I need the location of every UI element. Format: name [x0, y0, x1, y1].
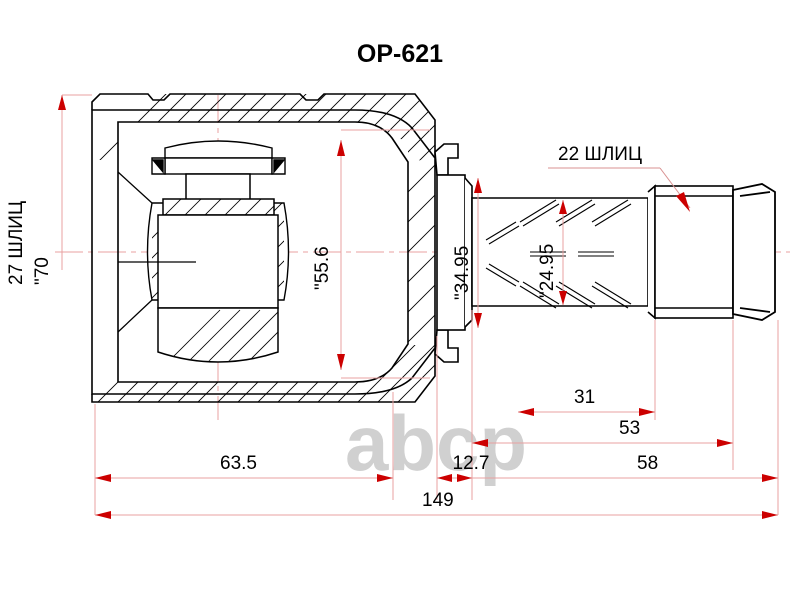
plain-shaft-section: [654, 185, 734, 319]
diameter-flange-label: "34.95: [452, 246, 473, 300]
cavity-detail-lines: [117, 171, 196, 333]
dimension-58: 58: [472, 453, 778, 482]
spline-right-annotation: 22 ШЛИЦ: [548, 144, 691, 212]
dimension-58-label: 58: [637, 453, 658, 474]
shaft-flange: [434, 143, 473, 363]
dimension-149-label: 149: [422, 490, 454, 511]
diameter-housing-label: "55.6: [312, 246, 333, 290]
dimension-d2495: "24.95: [537, 200, 567, 305]
dimension-extension-lines: [94, 310, 779, 515]
shaft-end-cap: [732, 183, 776, 321]
dimension-149: 149: [95, 490, 778, 519]
housing-outline: [91, 93, 436, 403]
dimension-d556: "55.6: [312, 129, 430, 379]
hub-hatching: [158, 199, 278, 361]
dimension-635-label: 63.5: [220, 453, 257, 474]
dimension-d70: 27 ШЛИЦ "70: [6, 94, 92, 285]
spline-left-label: 27 ШЛИЦ: [6, 201, 27, 285]
dimension-53: 53: [472, 418, 733, 447]
inner-race-assembly: [151, 140, 286, 175]
spline-teeth-marks: [485, 199, 632, 309]
page-title: OP-621: [356, 40, 444, 68]
dimension-127: 12.7: [437, 453, 489, 482]
spline-right-label: 22 ШЛИЦ: [558, 144, 642, 165]
dimension-127-label: 12.7: [453, 453, 490, 474]
dimension-53-label: 53: [619, 418, 640, 439]
dimension-d3495: "34.95: [452, 178, 482, 328]
dimension-31-label: 31: [574, 387, 595, 408]
dimension-635: 63.5: [95, 453, 393, 482]
dimension-31: 31: [518, 387, 655, 416]
diameter-spline-label: "24.95: [537, 244, 558, 298]
diameter-left-label: "70: [32, 257, 53, 285]
